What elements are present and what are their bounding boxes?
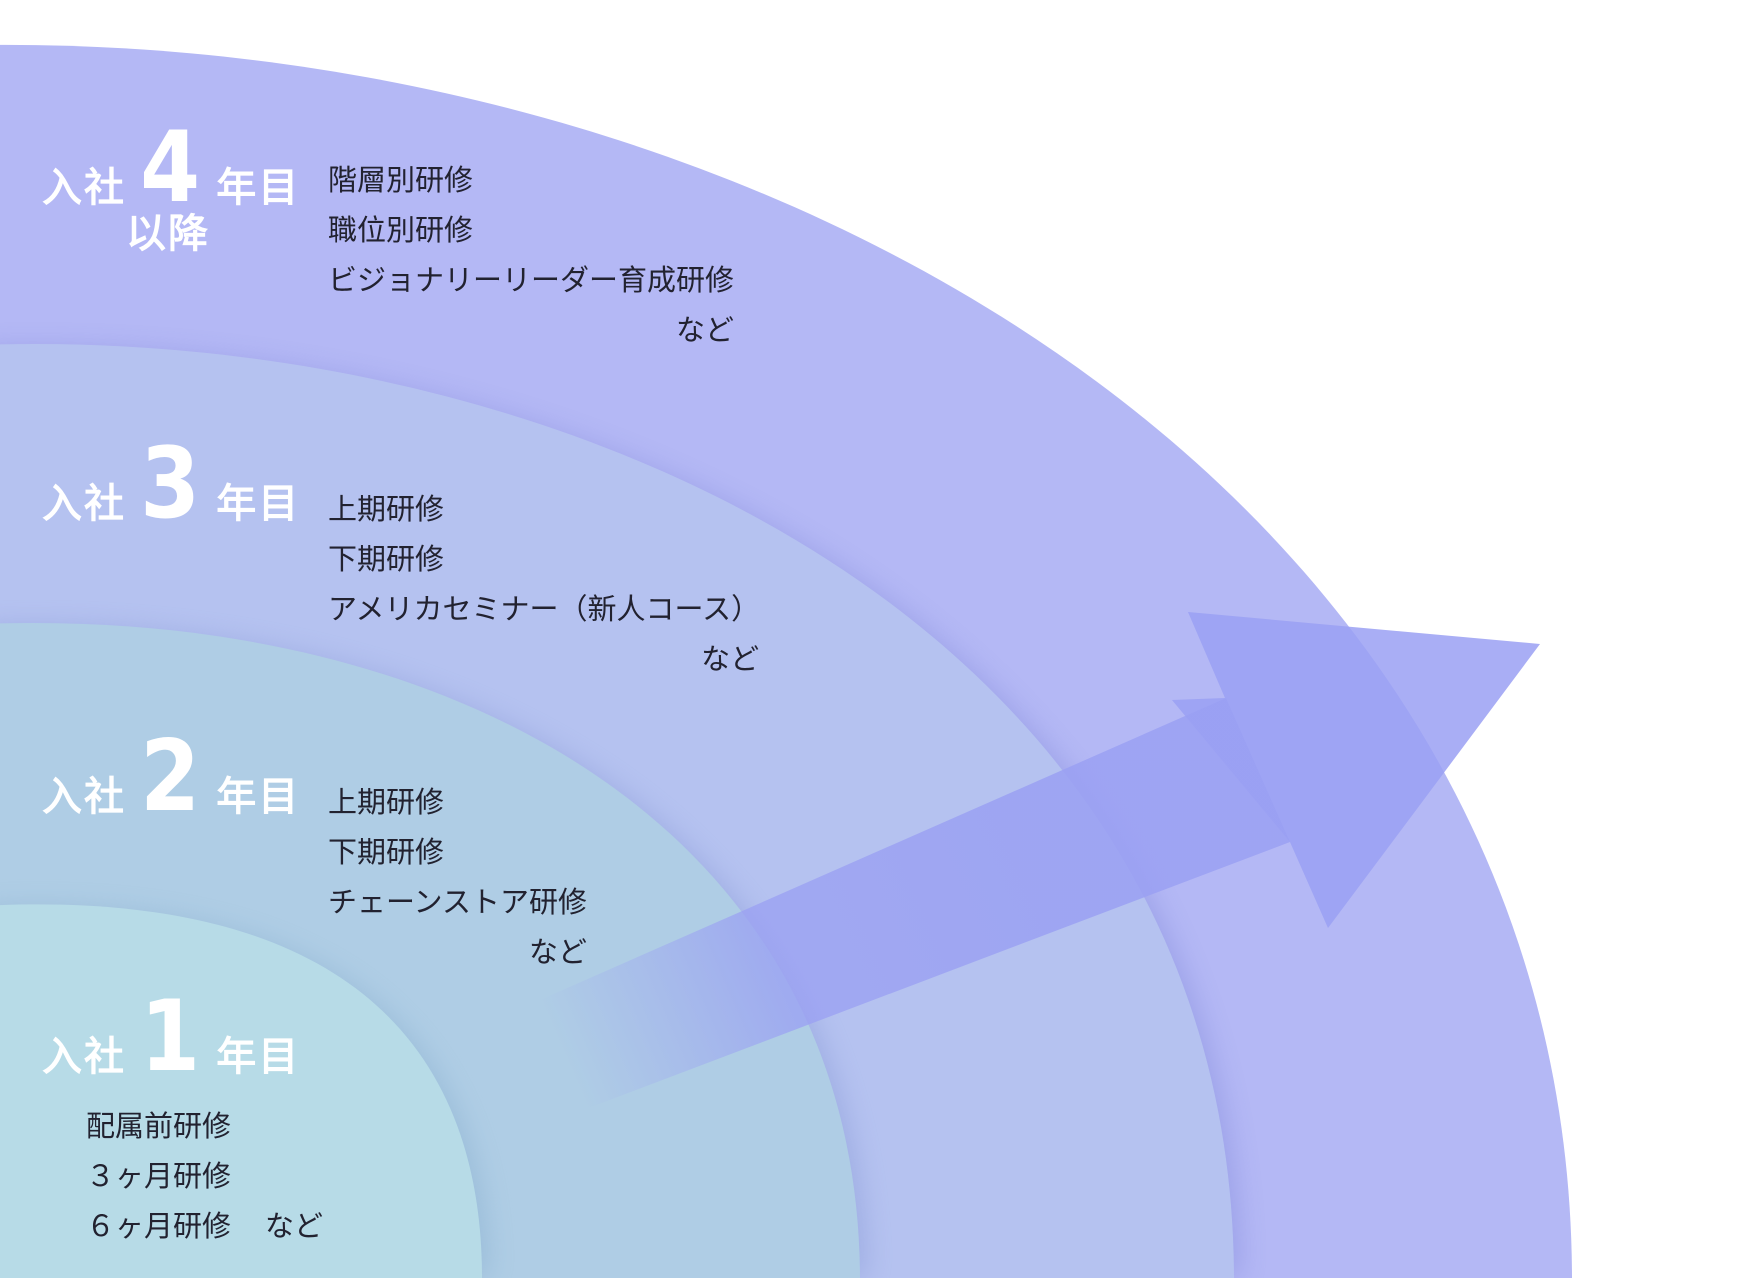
- arrow-shaft: [540, 698, 1290, 1112]
- heading-year3: 入社 3 年目: [42, 427, 301, 541]
- heading-year4-number: 4: [140, 111, 201, 225]
- heading-year3-prefix: 入社: [42, 481, 126, 528]
- heading-year3-suffix: 年目: [216, 481, 301, 528]
- course-etc: など: [265, 1209, 324, 1243]
- heading-year4: 入社 4 年目: [42, 111, 301, 225]
- heading-year4-sub: 以降: [126, 211, 210, 257]
- course-etc: など: [701, 642, 760, 676]
- heading-year1: 入社 1 年目: [42, 980, 301, 1094]
- growth-arrow-icon: [540, 612, 1540, 1112]
- course-item: アメリカセミナー（新人コース）: [328, 592, 761, 626]
- course-item: 階層別研修: [328, 163, 474, 197]
- heading-year1-prefix: 入社: [42, 1034, 126, 1081]
- course-etc: など: [676, 313, 735, 347]
- heading-year1-suffix: 年目: [216, 1034, 301, 1081]
- courses-year2: 上期研修 下期研修 チェーンストア研修 など: [328, 777, 587, 977]
- course-item: ビジョナリーリーダー育成研修: [328, 263, 735, 297]
- heading-year4-prefix: 入社: [42, 165, 126, 212]
- arrow-head: [1172, 612, 1540, 928]
- course-item: 下期研修: [328, 835, 445, 869]
- heading-year4-suffix: 年目: [216, 165, 301, 212]
- course-item: 上期研修: [328, 492, 445, 526]
- course-item: 職位別研修: [328, 213, 474, 247]
- heading-year2: 入社 2 年目: [42, 720, 301, 834]
- course-item: 下期研修: [328, 542, 445, 576]
- course-item: チェーンストア研修: [328, 885, 587, 919]
- course-item-label: ６ヶ月研修: [86, 1209, 232, 1243]
- heading-year2-number: 2: [140, 720, 201, 834]
- heading-year2-suffix: 年目: [216, 774, 301, 821]
- course-item: ３ヶ月研修: [86, 1159, 232, 1193]
- courses-year4: 階層別研修 職位別研修 ビジョナリーリーダー育成研修 など: [328, 155, 734, 355]
- course-item: ６ヶ月研修など: [86, 1201, 323, 1251]
- heading-year2-prefix: 入社: [42, 774, 126, 821]
- heading-year3-number: 3: [140, 427, 201, 541]
- course-item: 上期研修: [328, 785, 445, 819]
- courses-year1: 配属前研修 ３ヶ月研修 ６ヶ月研修など: [86, 1101, 323, 1251]
- courses-year3: 上期研修 下期研修 アメリカセミナー（新人コース） など: [328, 484, 760, 684]
- course-item: 配属前研修: [86, 1109, 232, 1143]
- course-etc: など: [528, 935, 587, 969]
- ring-year1: [0, 904, 482, 1278]
- heading-year1-number: 1: [140, 980, 201, 1094]
